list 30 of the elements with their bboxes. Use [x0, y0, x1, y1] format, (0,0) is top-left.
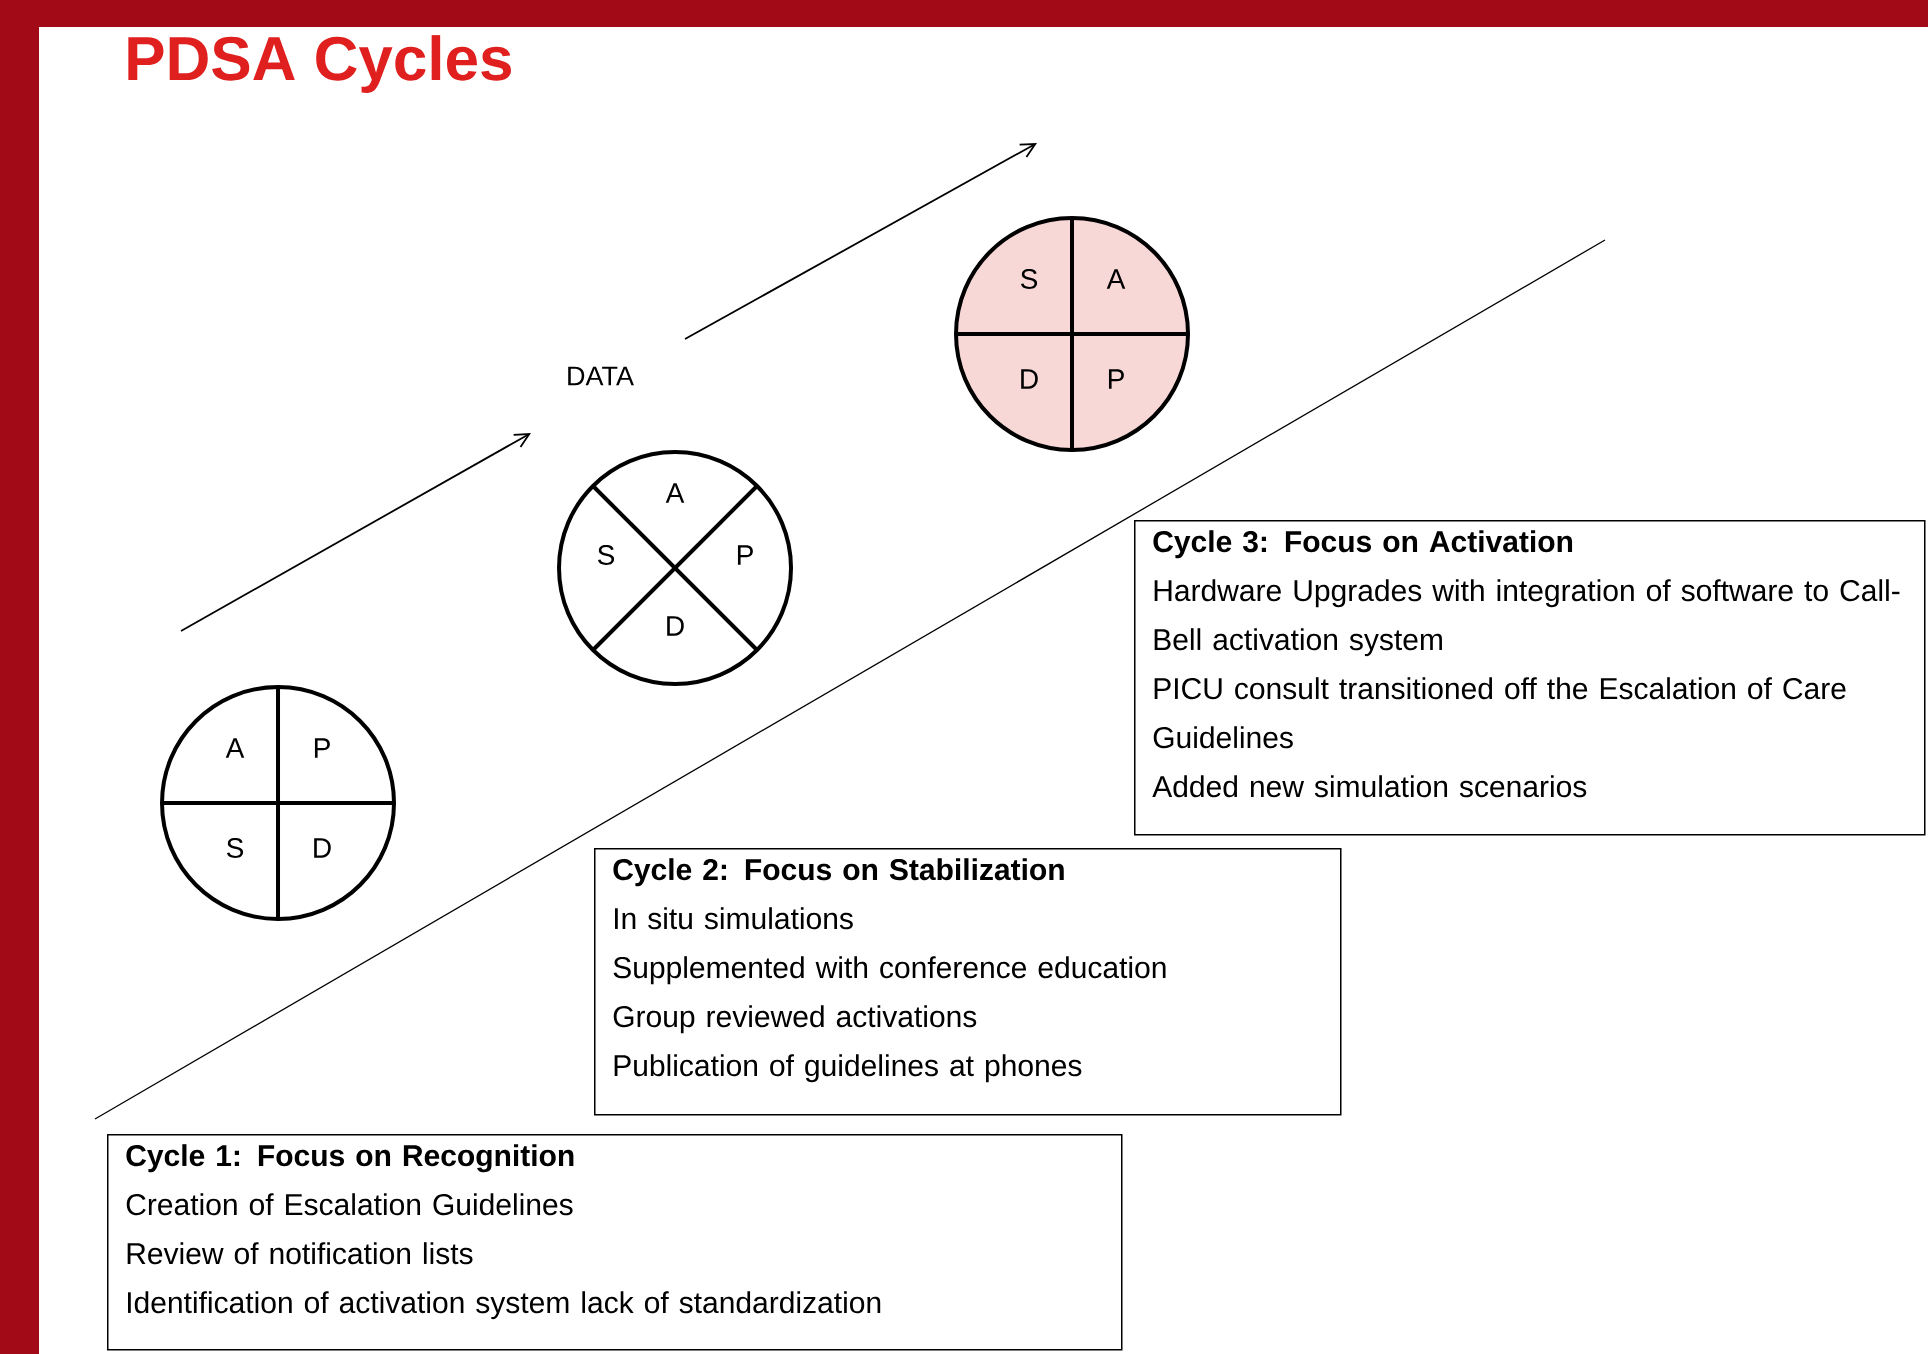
- box-text: Creation of Escalation Guidelines: [126, 1193, 573, 1216]
- quadrant-letter: D: [314, 838, 331, 858]
- box-text: PICU consult transitioned off the Escalation of Care Guidelines: [1153, 677, 1846, 749]
- title: PDSA Cycles: [128, 35, 511, 93]
- box-text: Hardware Upgrades with integration of software to Call-Bell activation system: [1154, 579, 1900, 657]
- box-heading: Cycle 1: Focus on Recognition: [126, 1144, 574, 1173]
- quadrant-letter: S: [1020, 269, 1038, 289]
- box-text: Group reviewed activations: [613, 1005, 977, 1034]
- box-heading: Cycle 2: Focus on Stabilization: [613, 858, 1064, 887]
- quadrant-letter: P: [1108, 369, 1124, 389]
- quadrant-letter: A: [225, 738, 245, 758]
- quadrant-letter: P: [314, 738, 330, 758]
- text-box: [107, 1134, 1123, 1351]
- quadrant-letter: D: [1021, 369, 1038, 389]
- quadrant-letter: P: [737, 545, 753, 565]
- quadrant-letter: A: [665, 483, 685, 503]
- box-text: In situ simulations: [615, 907, 853, 930]
- quadrant-letter: D: [667, 616, 684, 636]
- box-text: Publication of guidelines at phones: [614, 1054, 1082, 1083]
- text-box: [1134, 520, 1926, 836]
- box-text: Added new simulation scenarios: [1152, 775, 1587, 798]
- text-box: [594, 848, 1342, 1116]
- box-text: Identification of activation system lack of standardization: [128, 1291, 881, 1320]
- data-label: DATA: [568, 366, 634, 386]
- box-text: Supplemented with conference education: [613, 956, 1166, 985]
- box-text: Review of notification lists: [127, 1242, 473, 1265]
- quadrant-letter: A: [1106, 269, 1126, 289]
- box-heading: Cycle 3: Focus on Activation: [1153, 530, 1573, 559]
- quadrant-letter: S: [597, 545, 615, 565]
- quadrant-letter: S: [226, 838, 244, 858]
